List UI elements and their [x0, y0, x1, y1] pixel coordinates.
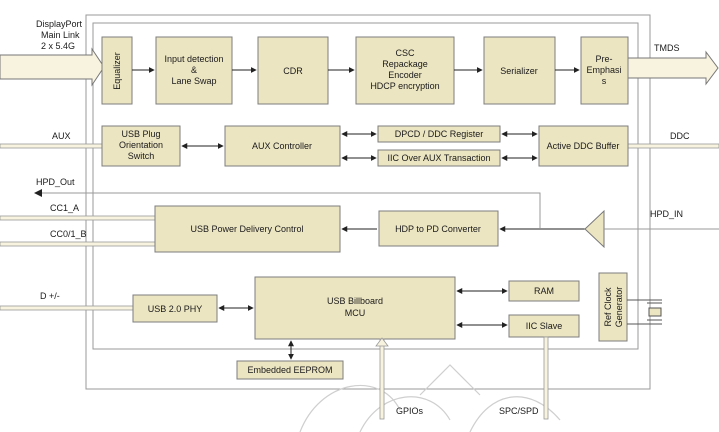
dpm-external-bus	[0, 305, 134, 311]
usb-phy-label: USB 2.0 PHY	[148, 304, 203, 314]
tmds-output-arrow	[627, 50, 719, 86]
usb-plug-label-1: USB Plug	[121, 129, 160, 139]
ddc-label: DDC	[670, 131, 690, 141]
serializer-block	[483, 36, 556, 105]
equalizer-block	[101, 36, 133, 105]
aux-external-bus	[0, 143, 103, 149]
hpd-out-label: HPD_Out	[36, 177, 75, 187]
spc-spd-label: SPC/SPD	[499, 406, 539, 416]
active-ddc-buffer-block	[538, 125, 629, 167]
billboard-label-2: MCU	[345, 308, 366, 318]
gpios-label: GPIOs	[396, 406, 424, 416]
cc1a-label: CC1_A	[50, 203, 79, 213]
usb-plug-orientation-block	[101, 125, 181, 167]
ram-label: RAM	[534, 286, 554, 296]
chip-inner-border	[92, 22, 639, 350]
gpio-bus-tip	[375, 337, 389, 347]
csc-label-1: CSC	[395, 48, 415, 58]
equalizer-label: Equalizer	[112, 52, 122, 90]
pre-emphasis-block	[580, 36, 629, 105]
input-detection-label-3: Lane Swap	[171, 76, 216, 86]
hpd-out-arrowhead	[34, 189, 42, 197]
spc-spd-bus	[543, 336, 549, 420]
tmds-label: TMDS	[654, 43, 680, 53]
ref-clock-label-2: Generator	[614, 287, 624, 328]
ram-block	[508, 280, 580, 302]
cc1a-external-bus	[0, 215, 156, 221]
pre-emphasis-label-1: Pre-	[595, 54, 612, 64]
iic-over-aux-block	[377, 149, 501, 167]
cdr-label: CDR	[283, 66, 303, 76]
billboard-label-1: USB Billboard	[327, 296, 383, 306]
gpio-bus	[379, 338, 385, 420]
active-ddc-label: Active DDC Buffer	[547, 141, 620, 151]
ref-clock-generator-block	[598, 272, 628, 342]
input-detection-label-2: &	[191, 65, 197, 75]
iic-over-aux-label: IIC Over AUX Transaction	[387, 153, 490, 163]
watermark	[299, 364, 561, 432]
serializer-label: Serializer	[500, 66, 538, 76]
csc-label-4: HDCP encryption	[370, 81, 439, 91]
cc01b-label: CC0/1_B	[50, 229, 87, 239]
usb-pd-label: USB Power Delivery Control	[190, 224, 303, 234]
dp-main-label-1: DisplayPort	[36, 19, 83, 29]
ref-clock-label-1: Ref Clock	[603, 287, 613, 327]
dp-input-arrow	[0, 47, 105, 87]
dp-main-label-2: Main Link	[41, 30, 80, 40]
embedded-eeprom-block	[236, 360, 344, 380]
usb-billboard-mcu-block	[254, 276, 456, 340]
hdp-to-pd-label: HDP to PD Converter	[395, 224, 481, 234]
aux-controller-block	[224, 125, 341, 167]
hpd-out-line	[40, 192, 541, 228]
cc01b-external-bus	[0, 241, 156, 247]
aux-label: AUX	[52, 131, 71, 141]
dp-main-label-3: 2 x 5.4G	[41, 41, 75, 51]
pre-emphasis-label-2: Emphasi	[586, 65, 621, 75]
csc-label-3: Encoder	[388, 70, 422, 80]
eeprom-label: Embedded EEPROM	[247, 365, 332, 375]
pre-emphasis-label-3: s	[602, 76, 607, 86]
usb-plug-label-2: Orientation	[119, 140, 163, 150]
aux-controller-label: AUX Controller	[252, 141, 312, 151]
input-detection-label: Input detection	[164, 54, 223, 64]
hdp-to-pd-block	[378, 210, 499, 247]
usb-phy-block	[132, 294, 218, 323]
iic-slave-label: IIC Slave	[526, 321, 563, 331]
ddc-external-bus	[627, 143, 719, 149]
usb-power-delivery-block	[154, 205, 341, 253]
dpm-label: D +/-	[40, 291, 60, 301]
usb-plug-label-3: Switch	[128, 151, 155, 161]
cdr-block	[257, 36, 329, 105]
dpcd-ddc-label: DPCD / DDC Register	[395, 129, 484, 139]
csc-block	[355, 36, 455, 105]
csc-label-2: Repackage	[382, 59, 428, 69]
crystal-icon	[627, 299, 662, 325]
dpcd-ddc-register-block	[377, 125, 501, 143]
hpd-in-label: HPD_IN	[650, 209, 683, 219]
